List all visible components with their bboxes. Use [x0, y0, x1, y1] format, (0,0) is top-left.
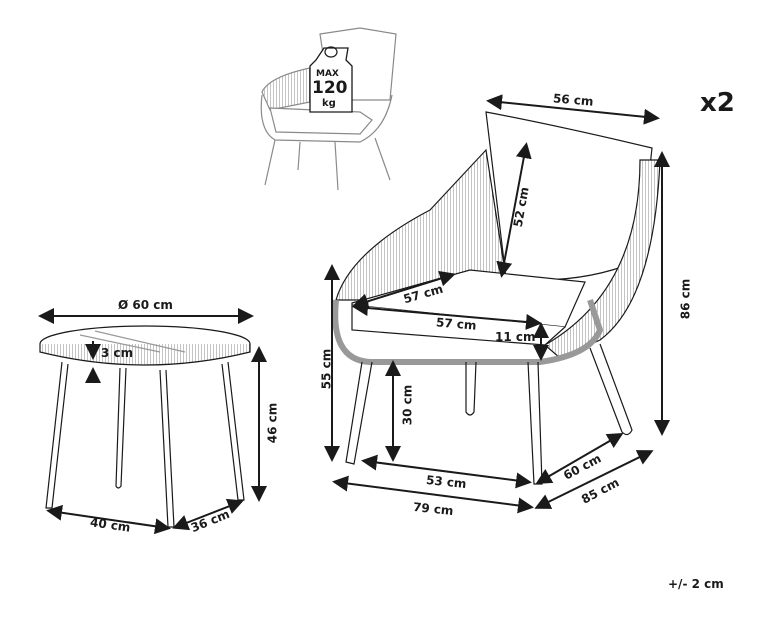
- max-load-value: 120: [312, 78, 348, 98]
- chair-dimension-lines: [324, 94, 670, 514]
- table-dimension-lines: [38, 308, 267, 535]
- tolerance-note: +/- 2 cm: [668, 577, 724, 591]
- quantity-badge: x2: [700, 88, 735, 118]
- side-table-drawing: [39, 325, 251, 528]
- arm-height-label: 55 cm: [319, 348, 334, 390]
- max-load-label: MAX: [316, 69, 339, 79]
- max-load-weight-icon: [309, 46, 353, 113]
- table-height-label: 46 cm: [265, 402, 280, 444]
- table-diameter-label: Ø 60 cm: [118, 298, 173, 312]
- lounge-chair-drawing: [332, 111, 661, 485]
- table-thickness-label: 3 cm: [101, 346, 134, 360]
- max-load-unit: kg: [322, 98, 336, 109]
- seat-clearance-label: 30 cm: [400, 384, 415, 426]
- seat-cushion-thickness-label: 11 cm: [495, 330, 536, 344]
- total-height-label: 86 cm: [678, 278, 693, 320]
